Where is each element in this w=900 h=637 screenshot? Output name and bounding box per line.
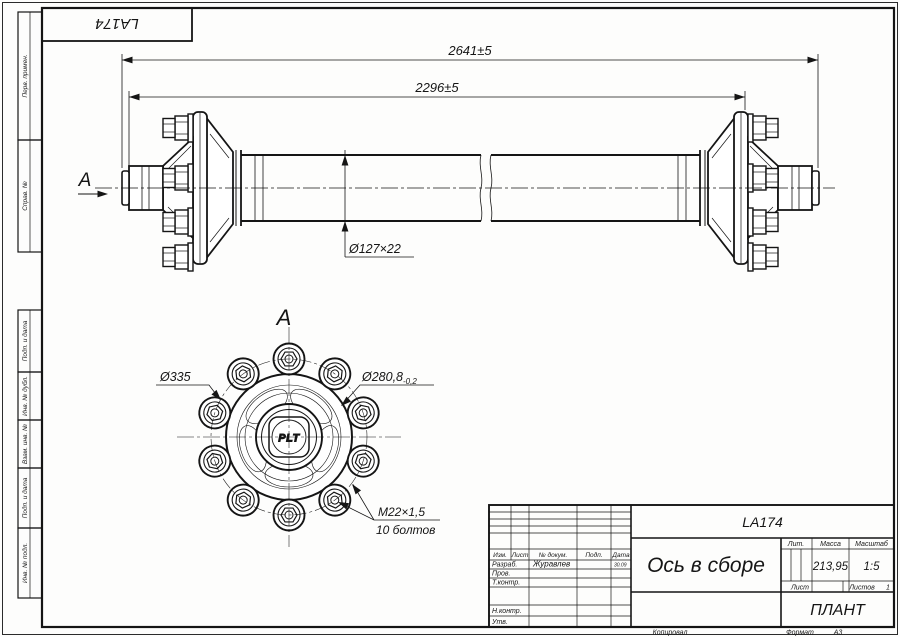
approval-role: Пров. (492, 571, 511, 578)
right-hub (700, 112, 819, 271)
bolt-circle-diameter-label: Ø280,8-0,2 (361, 370, 417, 386)
header-izm: Изм. (493, 552, 507, 559)
strip-label: Подп. и дата (21, 477, 29, 518)
title-block: LA174 Ось в сборе ПЛАНТ Изм. Лист № доку… (488, 504, 895, 628)
rotated-stamp-text: LA174 (95, 15, 138, 32)
hub-detail-view: A PLT (156, 305, 440, 547)
detail-view-title: A (275, 305, 292, 330)
header-doc: № докум. (539, 551, 568, 559)
sheet-footer: Копировал Формат A3 (653, 630, 843, 637)
dimension-flange-span: 2296±5 (414, 80, 459, 95)
thread-label: M22×1,5 (378, 505, 425, 519)
bolt-circle-tolerance: -0,2 (403, 377, 417, 386)
title-block-headers: Изм. Лист № докум. Подп. Дата (493, 551, 630, 559)
dimension-overall-length: 2641±5 (447, 43, 492, 58)
hub-logo: PLT (278, 433, 300, 445)
bolt-count-label: 10 болтов (376, 523, 435, 537)
approval-role: Разраб. (492, 561, 517, 569)
scale-value: 1:5 (864, 561, 881, 573)
scale-label: Масштаб (855, 540, 889, 548)
bolt-circle-diameter-value: Ø280,8 (361, 370, 403, 384)
mass-value: 213,95 (812, 561, 849, 573)
strip-label: Справ. № (22, 181, 29, 211)
title-block-doc-number: LA174 (742, 514, 783, 530)
approval-name: Журавлев (532, 560, 570, 569)
strip-label: Взам. инв. № (22, 424, 29, 464)
format-value: A3 (833, 630, 843, 637)
strip-label: Инв. № дубл. (21, 376, 29, 416)
left-hub (122, 112, 241, 271)
strip-label: Инв. № подл. (21, 543, 29, 584)
title-block-company: ПЛАНТ (810, 602, 866, 619)
side-strip-labels: Перв. примен. Справ. № Подп. и дата Инв.… (21, 54, 29, 583)
strip-label: Перв. примен. (22, 54, 29, 97)
rotated-stamp: LA174 (41, 7, 193, 42)
header-podp: Подп. (585, 551, 602, 559)
axle-side-view: 2641±5 2296±5 Ø127×22 A (78, 43, 835, 271)
drawing-frame (40, 6, 896, 629)
tube-dimension-text: Ø127×22 (348, 242, 401, 256)
title-block-approvals: Разраб. Журавлев 30.09 Пров. Т.контр. Н.… (491, 560, 627, 627)
view-direction-arrow: A (78, 170, 108, 198)
approval-role: Т.контр. (492, 580, 520, 587)
outer-diameter-label: Ø335 (159, 370, 191, 384)
approval-role: Н.контр. (492, 608, 522, 615)
mass-label: Масса (820, 541, 841, 548)
header-data: Дата (611, 552, 630, 559)
sheet-label: Лист (790, 585, 809, 592)
copied-label: Копировал (653, 630, 688, 637)
side-strip (17, 11, 43, 599)
sheets-label: Листов (848, 585, 875, 592)
lit-label: Лит. (787, 541, 804, 548)
detail-callouts: Ø335 Ø280,8-0,2 M22×1,5 10 болтов (156, 370, 440, 537)
tube-dimension-callout: Ø127×22 (341, 150, 414, 258)
strip-label: Подп. и дата (21, 320, 29, 361)
title-block-drawing-title: Ось в сборе (647, 554, 765, 577)
approval-role: Утв. (491, 619, 508, 626)
format-label: Формат (786, 630, 814, 637)
title-block-right-labels: Лит. Масса Масштаб Лист Листов 1 (787, 540, 890, 592)
sheets-value: 1 (886, 585, 890, 592)
approval-date: 30.09 (614, 563, 627, 569)
header-list: Лист (511, 552, 529, 559)
view-arrow-label: A (78, 170, 92, 191)
